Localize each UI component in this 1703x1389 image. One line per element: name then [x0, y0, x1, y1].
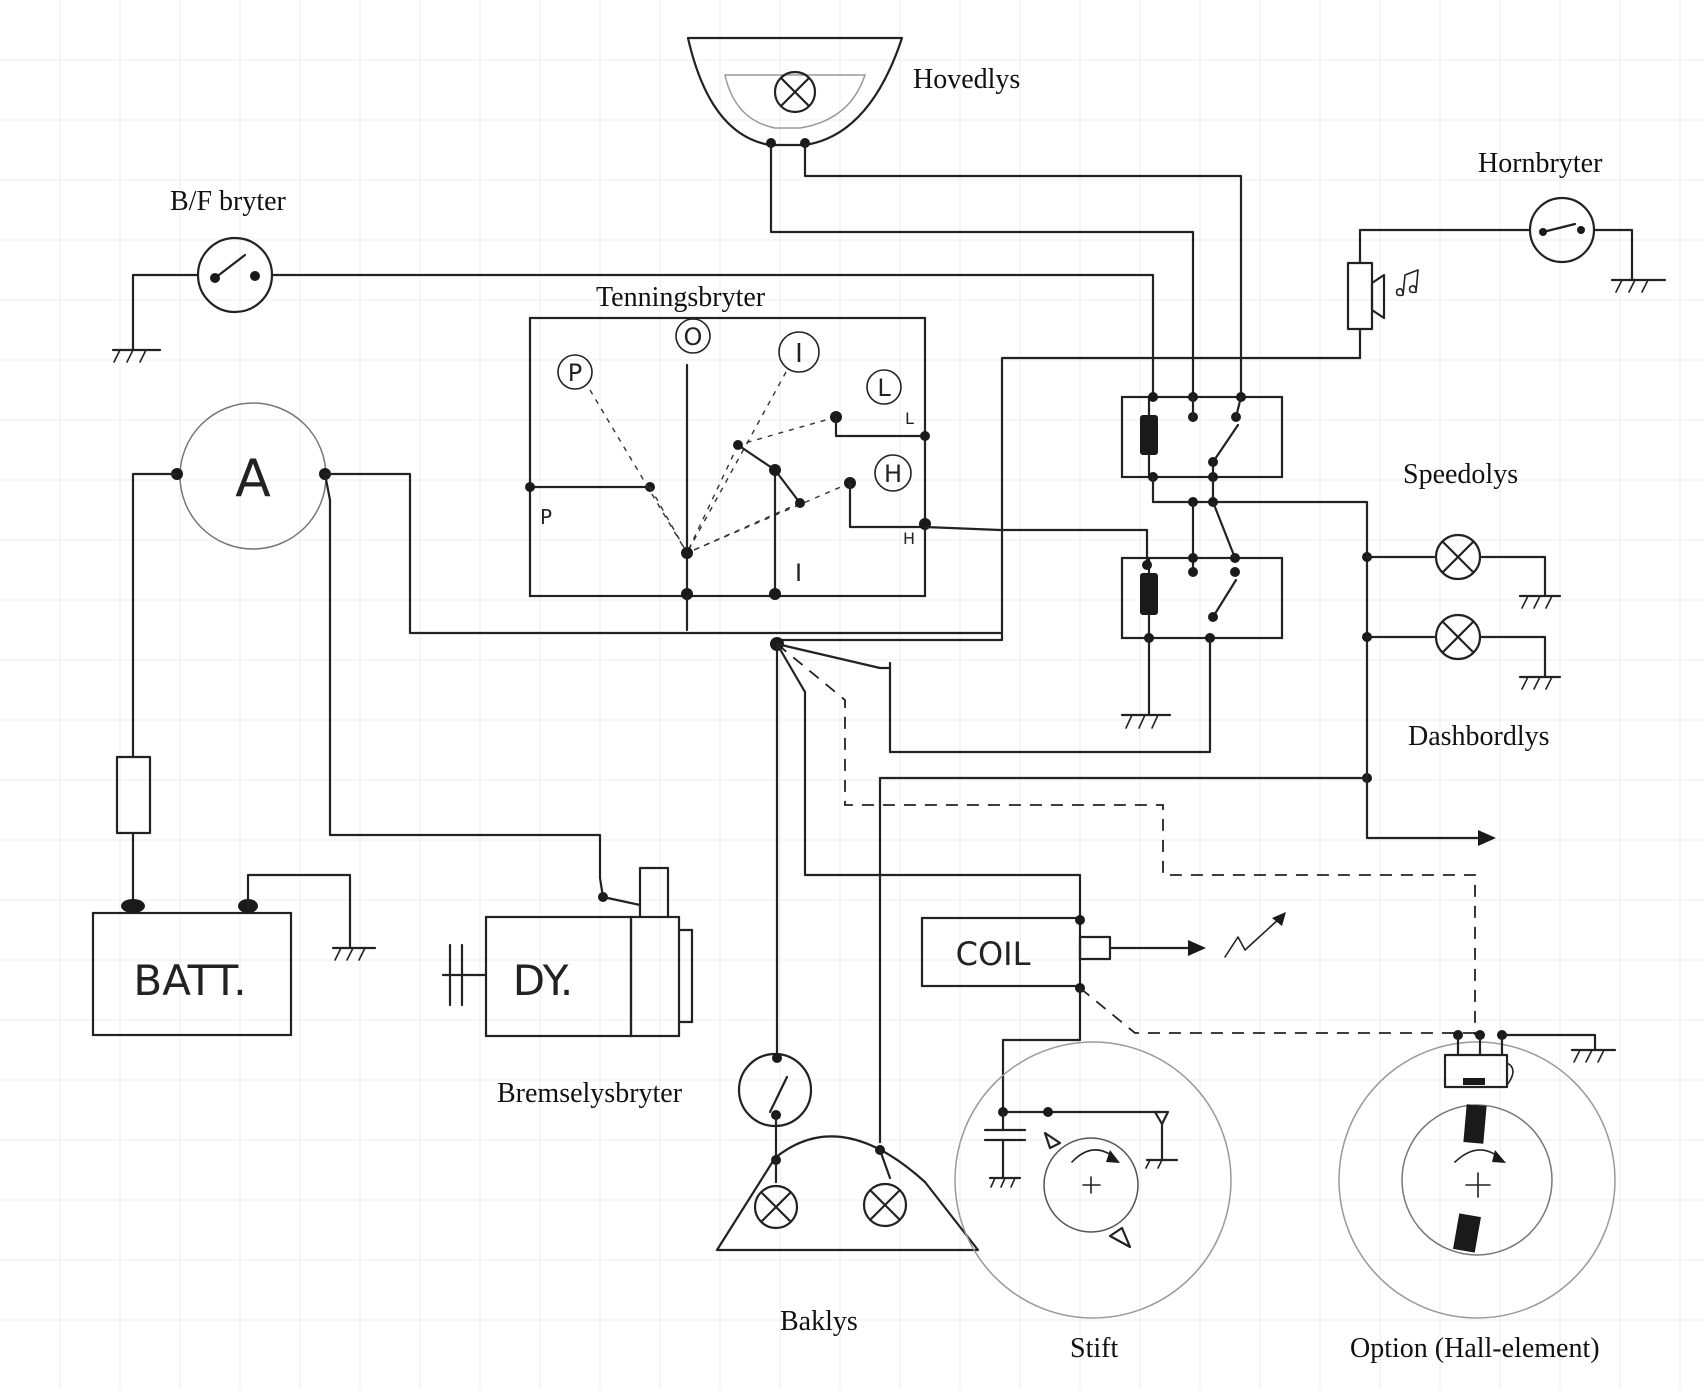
dynamo-regulator: [638, 866, 670, 919]
wire-h-terminal: [848, 481, 927, 529]
ground-icon: [1610, 278, 1667, 293]
label-speedolys: Speedolys: [1403, 459, 1518, 490]
relay-upper: [1120, 395, 1284, 479]
hall-sensor: [1443, 1053, 1509, 1089]
battery-label: BATT.: [133, 956, 246, 1005]
label-stift: Stift: [1070, 1333, 1118, 1364]
fuse: [115, 755, 152, 835]
position-p-label: P: [568, 359, 582, 387]
wire-ammeter-dynamo: [323, 472, 602, 880]
arrow-right-icon: [1478, 830, 1496, 846]
wire-l-terminal: [834, 415, 927, 438]
hall-rotor: [1401, 1104, 1553, 1256]
wire-battery-ground: [246, 873, 352, 950]
wire-bf-ground: [131, 273, 200, 352]
headlight-bulb-icon: [773, 70, 817, 114]
position-i-label: I: [795, 339, 803, 369]
ignition-switch-box: [528, 316, 927, 598]
label-bremselysbryter: Bremselysbryter: [497, 1078, 683, 1109]
label-option: Option (Hall-element): [1350, 1333, 1600, 1364]
wire-horn-switch: [1358, 228, 1532, 265]
wire-relay-bus: [1151, 475, 1369, 762]
ground-icon: [1120, 713, 1172, 729]
battery: [91, 911, 293, 1037]
ground-icon: [331, 946, 377, 961]
tail-bulb-icon: [753, 1184, 799, 1230]
distributor-body: [954, 1041, 1232, 1319]
terminal-i-label: I: [795, 559, 802, 587]
ground-icon: [111, 348, 162, 363]
terminal-p-label: P: [540, 505, 552, 529]
wire-hall-feed: [776, 643, 1476, 1035]
wire-to-coil: [803, 690, 1082, 922]
dashboard-bulb-icon: [1434, 613, 1482, 661]
ignition-position-p: P: [557, 354, 593, 390]
tail-light: [715, 1135, 980, 1252]
relay-upper-coil: [1140, 415, 1158, 455]
position-o-label: O: [684, 323, 703, 351]
wire-tail-feed: [878, 776, 1369, 1144]
ground-icon: [1570, 1048, 1617, 1063]
headlight-inner: [724, 74, 867, 129]
horn-switch: [1528, 196, 1596, 264]
label-bf-bryter: B/F bryter: [170, 186, 287, 217]
ignition-arm: [736, 443, 802, 505]
coil-label: COIL: [956, 935, 1031, 973]
wire-relay-return: [888, 636, 1212, 754]
hall-vane: [1463, 1104, 1487, 1144]
ignition-position-o: O: [675, 318, 711, 354]
wire-ammeter-fuse: [131, 472, 179, 759]
ammeter-label: A: [235, 449, 271, 509]
spark-icon: [1224, 917, 1281, 958]
hall-vane: [1453, 1213, 1481, 1253]
tail-bulb-icon: [862, 1182, 908, 1228]
dynamo-label: DY.: [513, 956, 574, 1005]
ground-icon: [1518, 675, 1562, 690]
ignition-position-l: L: [866, 369, 902, 405]
wire-headlight-1: [769, 143, 1195, 399]
wire-horn-feed: [775, 327, 1362, 642]
label-dashbordlys: Dashbordlys: [1408, 721, 1550, 752]
label-hovedlys: Hovedlys: [913, 64, 1020, 95]
label-tenningsbryter: Tenningsbryter: [596, 282, 766, 313]
ignition-position-i: I: [778, 331, 820, 373]
wire-h-to-relay: [923, 525, 1149, 567]
relay-lower: [1120, 556, 1284, 640]
ground-icon: [988, 1176, 1022, 1188]
terminal-l-label: L: [905, 409, 914, 428]
speedo-bulb-icon: [1434, 533, 1482, 581]
wire-coil-hall: [1079, 987, 1480, 1034]
terminal-h-label: H: [903, 529, 915, 548]
label-hornbryter: Hornbryter: [1478, 148, 1603, 179]
bf-switch: [196, 236, 274, 314]
wire-horn-ground: [1592, 228, 1634, 282]
wire-coil-points: [1001, 986, 1082, 1114]
relay-lower-coil: [1140, 573, 1158, 615]
wire-bf-relay: [270, 273, 1155, 399]
ignition-position-h: H: [874, 454, 912, 492]
horn-icon: [1346, 261, 1419, 331]
wire-headlight-2: [803, 143, 1243, 399]
ammeter: A: [171, 402, 331, 550]
ground-icon: [1518, 594, 1562, 609]
label-baklys: Baklys: [780, 1306, 858, 1337]
wire-to-rear: [1365, 758, 1480, 840]
wire-ammeter-ignition: [323, 472, 1004, 635]
distributor-cam: [1043, 1137, 1139, 1233]
position-l-label: L: [877, 374, 891, 402]
hall-distributor-body: [1338, 1041, 1616, 1319]
position-h-label: H: [884, 460, 902, 488]
